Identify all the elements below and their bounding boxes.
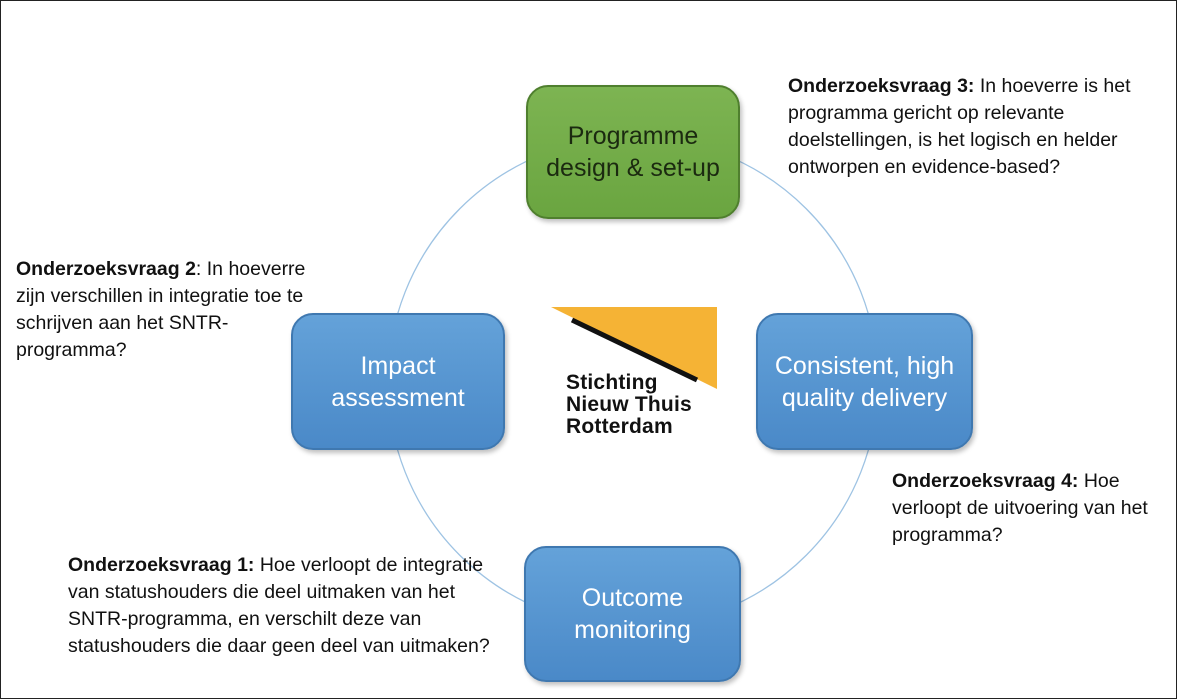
logo-line-1: Stichting: [566, 371, 658, 394]
question-text: In hoeverre is het programma gericht op …: [788, 75, 1131, 178]
box-outcome-monitoring: Outcome monitoring: [524, 546, 741, 682]
box-programme-design: Programme design & set-up: [526, 85, 740, 219]
question-text: Hoe verloopt de integratie van statushou…: [68, 554, 490, 657]
question-label: Onderzoeksvraag 2: [16, 258, 196, 280]
research-question-2: Onderzoeksvraag 2: In hoeverre zijn vers…: [16, 256, 311, 364]
logo-line-2: Nieuw Thuis: [566, 393, 692, 416]
question-text: : In hoeverre zijn verschillen in integr…: [16, 258, 306, 361]
question-label: Onderzoeksvraag 1:: [68, 554, 255, 576]
question-label: Onderzoeksvraag 4:: [892, 470, 1079, 492]
logo-wordmark: Stichting Nieuw Thuis Rotterdam: [566, 372, 692, 438]
logo-slash: [570, 317, 699, 383]
research-question-4: Onderzoeksvraag 4: Hoe verloopt de uitvo…: [892, 468, 1162, 549]
box-consistent-delivery: Consistent, high quality delivery: [756, 313, 973, 450]
question-label: Onderzoeksvraag 3:: [788, 75, 975, 97]
research-question-1: Onderzoeksvraag 1: Hoe verloopt de integ…: [68, 552, 493, 660]
box-impact-assessment: Impact assessment: [291, 313, 505, 450]
research-question-3: Onderzoeksvraag 3: In hoeverre is het pr…: [788, 73, 1173, 181]
question-text: Hoe verloopt de uitvoering van het progr…: [892, 470, 1148, 546]
logo-line-3: Rotterdam: [566, 415, 673, 438]
